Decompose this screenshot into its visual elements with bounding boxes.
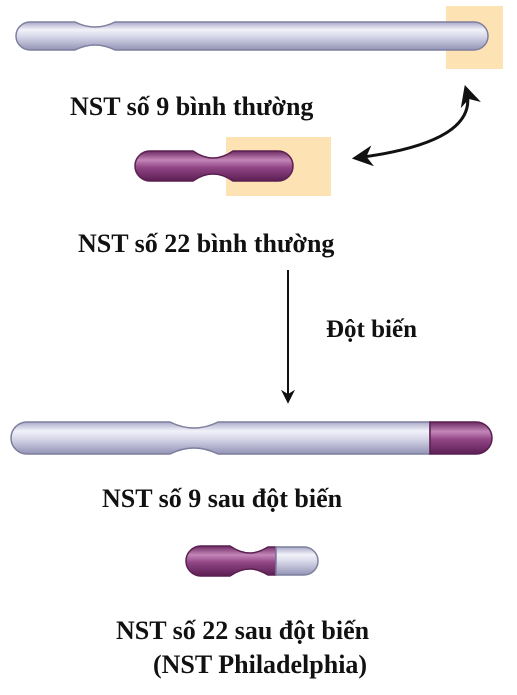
chromosome-9-normal xyxy=(15,21,489,51)
label-chromosome-9-normal: NST số 9 bình thường xyxy=(70,92,314,121)
label-chromosome-9-after: NST số 9 sau đột biến xyxy=(102,484,343,513)
label-chromosome-22-after: NST số 22 sau đột biến xyxy=(116,616,370,645)
label-philadelphia: (NST Philadelphia) xyxy=(153,650,368,679)
chromosome-22-normal xyxy=(134,150,294,182)
curved-double-arrow-icon xyxy=(351,84,481,167)
label-mutation: Đột biến xyxy=(326,316,417,343)
chromosome-9-mutated xyxy=(10,421,493,455)
chromosome-22-mutated-philadelphia xyxy=(185,545,319,577)
label-chromosome-22-normal: NST số 22 bình thường xyxy=(78,229,335,258)
